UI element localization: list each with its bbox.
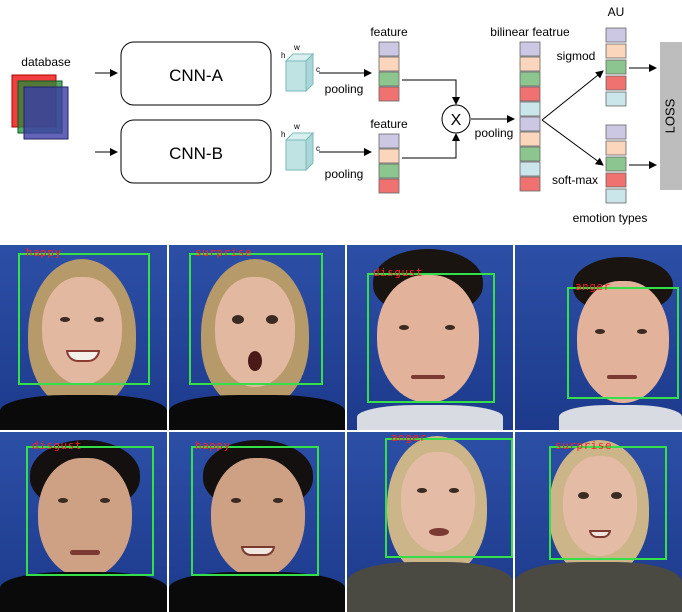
emotion-types-label: emotion types [573,211,648,225]
photo-man2-disgust: disgust [0,432,167,612]
database-label: database [21,55,71,69]
outer-product-node [441,104,471,134]
face-detection-box [567,287,679,399]
cnn-b-label: CNN-B [169,144,223,163]
emotion-label: disgust [32,439,82,452]
feature-vector-b [378,133,400,194]
dim-w-a: w [293,43,300,52]
pooling-label-a: pooling [325,82,364,96]
au-vector [605,27,627,107]
emotion-label: surprise [195,246,252,259]
feature-map-cube-b [284,131,315,172]
dim-h-b: h [281,130,285,139]
emotion-label: happy [26,246,62,259]
feature-map-cube-a [284,52,315,93]
feature-label-a: feature [370,25,408,39]
dim-c-a: c [316,65,320,74]
arrow-to-au [541,70,604,121]
face-detection-box [367,273,495,403]
arrow-feature-a-to-product [402,79,460,105]
photo-woman-surprise: surprise [169,245,345,430]
example-photo-grid: happy surprise disgust anger [0,245,682,612]
emotion-label: surprise [555,439,612,452]
database-icon [11,74,69,140]
dim-w-b: w [293,122,300,131]
bilinear-feature-label: bilinear featrue [490,25,570,39]
photo-man2-happy: happy [169,432,345,612]
face-detection-box [191,446,319,576]
cnn-b-box [120,119,272,184]
arrow-to-emotion [541,119,604,166]
emotion-label: happy [195,439,231,452]
dim-c-b: c [316,144,320,153]
photo-woman2-anger: anger [347,432,513,612]
face-detection-box [189,253,323,385]
emotion-vector [605,124,627,204]
feature-label-b: feature [370,117,408,131]
architecture-diagram: database CNN-A CNN-B h w c h w c pooling… [11,5,682,225]
face-detection-box [385,438,513,558]
photo-man-disgust: disgust [347,245,513,430]
cnn-a-box [120,41,272,106]
loss-label: LOSS [662,98,677,133]
emotion-label: disgust [373,266,423,279]
loss-bar [660,42,682,190]
sigmod-label: sigmod [557,49,596,63]
feature-vector-a [378,41,400,102]
face-detection-box [18,253,150,385]
photo-woman-happy: happy [0,245,167,430]
face-detection-box [26,446,154,576]
cnn-a-label: CNN-A [169,66,223,85]
outer-product-symbol: X [451,112,462,129]
emotion-label: anger [575,280,611,293]
dim-h-a: h [281,51,285,60]
photo-woman2-surprise: surprise [515,432,682,612]
softmax-label: soft-max [552,173,598,187]
arrow-feature-b-to-product [402,133,460,159]
face-detection-box [549,446,667,560]
emotion-label: anger [391,432,427,444]
pooling-label-b: pooling [325,167,364,181]
photo-man-anger: anger [515,245,682,430]
bilinear-feature-vector [519,41,541,192]
au-label: AU [608,5,625,19]
pooling-label-bilinear: pooling [475,126,514,140]
